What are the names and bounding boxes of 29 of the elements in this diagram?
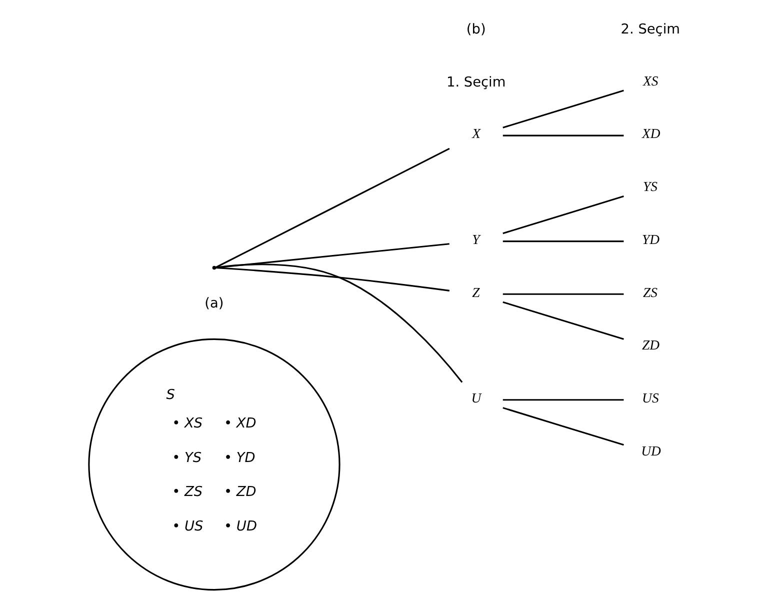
node-text: XS xyxy=(642,73,658,88)
node-text: XD xyxy=(642,126,660,142)
node-circle: S • XS • XD • YS • YD • ZS • ZD • US • UD xyxy=(88,338,340,591)
label: 2. Seçim xyxy=(620,21,680,38)
connector xyxy=(502,240,624,242)
connector xyxy=(502,90,624,128)
node-text: YS xyxy=(642,179,658,194)
node-text: Y xyxy=(472,232,480,247)
connector xyxy=(215,266,450,292)
connector xyxy=(215,264,462,383)
connector xyxy=(502,407,624,446)
connector xyxy=(502,399,624,401)
label: 1. Seçim xyxy=(446,74,506,90)
label: (b) xyxy=(466,21,486,38)
node-text: US xyxy=(642,390,658,406)
connector xyxy=(502,134,624,136)
connector xyxy=(214,148,450,268)
node-text: ZS xyxy=(642,284,658,300)
node-text: YD xyxy=(642,232,660,247)
node-text: UD xyxy=(640,443,660,458)
connector xyxy=(502,293,624,295)
node-text: U xyxy=(470,390,481,406)
node-text: Z xyxy=(472,284,480,300)
label: (a) xyxy=(204,296,224,312)
connector xyxy=(502,196,624,234)
connector xyxy=(502,301,624,340)
node-text: X xyxy=(472,126,480,142)
node-text: ZD xyxy=(642,338,660,353)
node-point xyxy=(212,266,216,270)
